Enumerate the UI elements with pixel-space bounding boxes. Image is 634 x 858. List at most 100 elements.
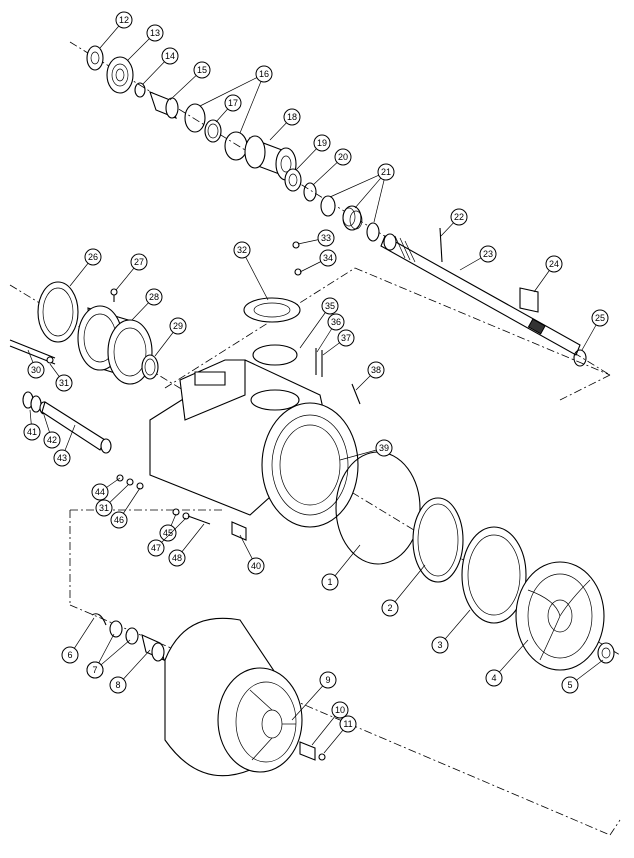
callout-balloon	[86, 661, 104, 679]
seal-26	[37, 281, 79, 343]
ring-17	[204, 119, 222, 143]
callout-number: 5	[567, 680, 572, 690]
callout-39: 39	[339, 439, 393, 461]
shaft-43	[41, 401, 106, 451]
callout-number: 11	[343, 719, 352, 729]
callout-35: 35	[299, 297, 339, 349]
callout-balloon	[193, 61, 211, 79]
callout-number: 23	[483, 249, 493, 259]
callout-balloon	[485, 669, 503, 687]
nut-21	[320, 195, 336, 217]
callout-balloon	[130, 253, 148, 271]
callout-balloon	[319, 671, 337, 689]
callout-number: 29	[173, 321, 183, 331]
callout-27: 27	[115, 253, 148, 291]
bolt-11	[318, 753, 326, 761]
callout-balloon	[159, 524, 177, 542]
ring-25	[573, 349, 587, 367]
callout-26: 26	[69, 248, 102, 287]
callout-balloon	[327, 313, 345, 331]
callout-balloon	[377, 163, 395, 181]
callout-23: 23	[459, 245, 497, 271]
key-22	[439, 227, 443, 263]
bearing-housing	[37, 281, 159, 385]
plug-40	[231, 521, 247, 541]
bolt-33	[292, 241, 300, 249]
callout-29: 29	[154, 317, 187, 357]
callout-number: 38	[371, 365, 381, 375]
callout-number: 2	[387, 603, 392, 613]
callout-30: 30	[27, 349, 45, 379]
callout-balloon	[313, 134, 331, 152]
callout-number: 35	[325, 301, 335, 311]
callout-balloon	[23, 423, 41, 441]
ring-20	[303, 182, 317, 202]
callout-number: 22	[454, 212, 464, 222]
callout-31: 31	[49, 363, 73, 392]
washer-45	[172, 508, 180, 516]
callout-16: 16	[199, 65, 273, 134]
ring-14	[134, 82, 146, 98]
callout-32: 32	[233, 241, 269, 301]
callout-number: 31	[59, 378, 69, 388]
callout-balloon	[255, 65, 273, 83]
callout-balloon	[43, 431, 61, 449]
bearing-7a	[109, 620, 123, 638]
casing-flange	[261, 402, 359, 528]
callout-number: 3	[437, 640, 442, 650]
callout-number: 41	[27, 427, 37, 437]
callout-balloon	[109, 676, 127, 694]
leader-line	[299, 305, 331, 349]
oring-35	[252, 344, 298, 366]
callout-33: 33	[297, 229, 335, 247]
bearing-19	[284, 168, 302, 192]
callout-balloon	[27, 361, 45, 379]
callout-number: 1	[327, 577, 332, 587]
callout-12: 12	[99, 11, 133, 49]
wear-plate-3	[461, 526, 527, 624]
callout-balloon	[450, 208, 468, 226]
callout-28: 28	[131, 288, 163, 321]
oring-39	[335, 451, 421, 565]
callout-47: 47	[147, 517, 187, 557]
callout-balloon	[375, 439, 393, 457]
callout-balloon	[545, 255, 563, 273]
callout-balloon	[145, 288, 163, 306]
callout-number: 18	[287, 112, 297, 122]
callout-13: 13	[127, 24, 164, 61]
callout-44: 44	[91, 477, 121, 501]
shaft-assembly	[86, 45, 587, 367]
callout-20: 20	[312, 148, 352, 186]
callout-number: 10	[335, 705, 345, 715]
callout-number: 28	[149, 292, 159, 302]
callout-6: 6	[61, 617, 95, 664]
callout-number: 16	[259, 69, 269, 79]
bolt-48	[187, 515, 211, 525]
main-casing	[149, 241, 361, 541]
callout-number: 19	[317, 138, 327, 148]
callout-balloon	[321, 573, 339, 591]
callout-balloon	[146, 24, 164, 42]
callout-3: 3	[431, 609, 471, 654]
callout-balloon	[331, 701, 349, 719]
callout-37: 37	[322, 329, 355, 356]
callout-46: 46	[110, 487, 141, 529]
leader-line	[291, 679, 329, 721]
callout-balloon	[61, 646, 79, 664]
oring-16a	[184, 103, 206, 133]
callout-number: 25	[595, 313, 605, 323]
callout-36: 36	[316, 313, 345, 353]
nut-5	[597, 642, 615, 664]
callout-number: 17	[228, 98, 238, 108]
callout-2: 2	[381, 564, 426, 617]
callout-24: 24	[533, 255, 563, 293]
callout-11: 11	[323, 715, 357, 754]
callout-number: 26	[88, 252, 98, 262]
callout-number: 45	[163, 528, 173, 538]
callout-number: 48	[172, 553, 182, 563]
callout-balloon	[339, 715, 357, 733]
callout-balloon	[161, 47, 179, 65]
callout-15: 15	[169, 61, 211, 101]
callout-number: 33	[321, 233, 331, 243]
